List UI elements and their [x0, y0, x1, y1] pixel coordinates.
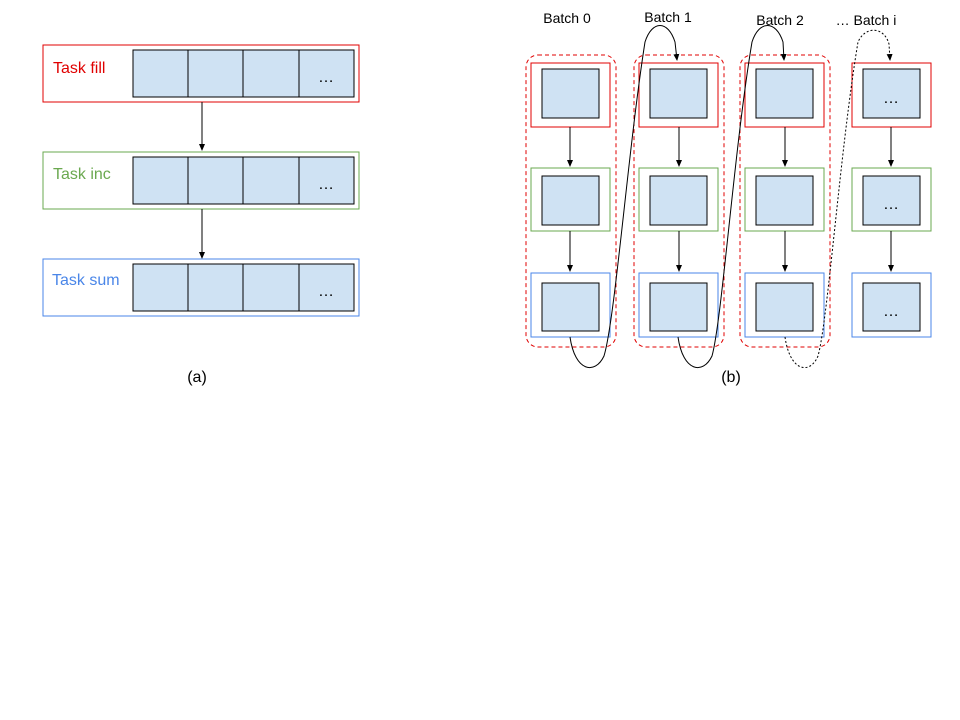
batch-cell [755, 68, 814, 119]
task-cell-ellipsis: … [318, 176, 334, 193]
batch-i-column: … … … [851, 62, 932, 338]
batch-cell [862, 282, 921, 332]
batch-cell [649, 68, 708, 119]
task-cell [132, 263, 189, 312]
task-cell-ellipsis: … [318, 283, 334, 300]
batch-1-group [633, 54, 725, 348]
task-fill-cells: … [132, 49, 355, 98]
batch-1-column [638, 62, 719, 338]
task-cell [298, 156, 355, 205]
panel-b: Batch 0 Batch 1 Batch 2 … Batch i [525, 9, 932, 386]
batch-cell [541, 175, 600, 226]
task-sum-cells: … [132, 263, 355, 312]
task-cell [242, 263, 300, 312]
panel-a: Task fill … Task inc … [42, 44, 360, 386]
batch-1-to-2-connector [677, 25, 787, 368]
task-inc-cells: … [132, 156, 355, 205]
batch-2-column [744, 62, 825, 338]
task-sum-row: Task sum … [42, 258, 360, 317]
batch-2-group [739, 54, 831, 348]
task-fill-row: Task fill … [42, 44, 360, 103]
batch-0-label: Batch 0 [543, 10, 591, 26]
batch-cell [541, 282, 600, 332]
batch-cell [541, 68, 600, 119]
batch-0-group [525, 54, 617, 348]
batch-cell [649, 175, 708, 226]
batch-cell-ellipsis: … [883, 196, 899, 213]
batch-0-column [530, 62, 611, 338]
batch-cell-ellipsis: … [883, 303, 899, 320]
task-cell [187, 263, 244, 312]
panel-a-caption: (a) [187, 369, 207, 386]
batch-cell [862, 68, 921, 119]
batch-cell [755, 175, 814, 226]
batch-task-sum-frame [851, 272, 932, 338]
batch-1-label: Batch 1 [644, 9, 692, 25]
task-sum-label: Task sum [52, 272, 120, 289]
task-cell [298, 263, 355, 312]
task-cell [298, 49, 355, 98]
task-cell [242, 49, 300, 98]
batch-cell [649, 282, 708, 332]
task-fill-frame [42, 44, 360, 103]
task-cell-ellipsis: … [318, 69, 334, 86]
task-cell [242, 156, 300, 205]
task-cell [132, 49, 189, 98]
task-inc-frame [42, 151, 360, 210]
batch-task-sum-frame [744, 272, 825, 338]
task-inc-row: Task inc … [42, 151, 360, 210]
batch-i-label: … Batch i [836, 12, 897, 28]
task-cell [187, 49, 244, 98]
batch-2-to-i-connector [784, 29, 893, 368]
task-cell [187, 156, 244, 205]
batch-cell [862, 175, 921, 226]
batch-cell-ellipsis: … [883, 90, 899, 107]
batch-2-label: Batch 2 [756, 12, 804, 28]
batch-0-to-1-connector [569, 25, 680, 368]
task-cell [132, 156, 189, 205]
task-fill-label: Task fill [53, 60, 105, 77]
batch-cell [755, 282, 814, 332]
task-sum-frame [42, 258, 360, 317]
task-inc-label: Task inc [53, 166, 111, 183]
panel-b-caption: (b) [721, 369, 741, 386]
